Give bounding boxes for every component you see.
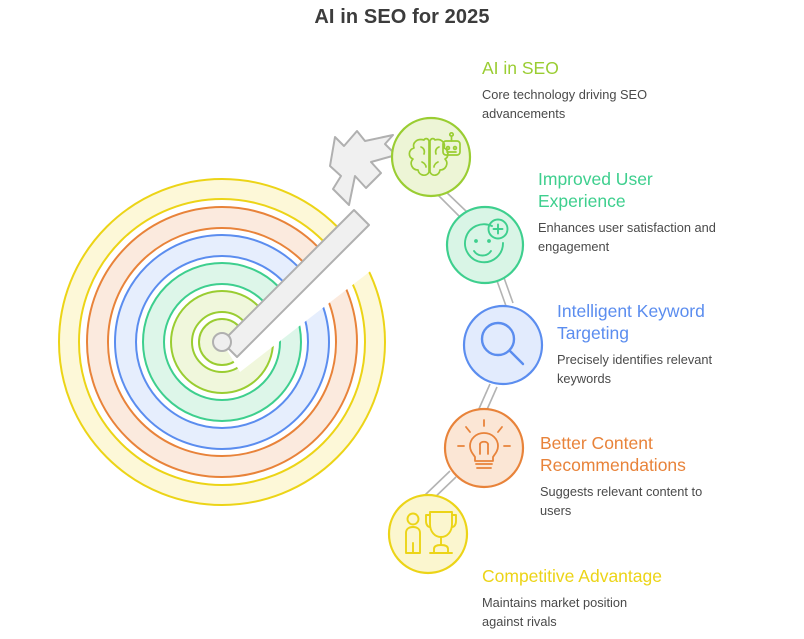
step-description-2: Enhances user satisfaction and engagemen… xyxy=(538,220,716,254)
step-circle-5[interactable] xyxy=(387,493,469,575)
magnifier-icon xyxy=(480,321,525,366)
connector-1-2-b xyxy=(435,192,462,219)
arrow-tip-hub xyxy=(212,332,232,352)
step-circle-2[interactable] xyxy=(445,205,525,285)
step-circle-3[interactable] xyxy=(462,304,544,386)
connector-2-3-b xyxy=(495,277,507,307)
step-description-1: Core technology driving SEO advancements xyxy=(482,87,648,121)
connector-4-5-b xyxy=(424,470,451,496)
step-heading-4: Better Content Recommendations xyxy=(540,433,686,475)
step-icon-2[interactable] xyxy=(445,205,525,285)
step-description-3: Precisely identifies relevant keywords xyxy=(557,352,713,386)
connector-3-4-b xyxy=(477,383,491,412)
page-title: AI in SEO for 2025 xyxy=(314,6,490,28)
step-circle-1[interactable] xyxy=(390,116,472,198)
step-icon-4[interactable] xyxy=(443,407,525,489)
step-icon-3[interactable] xyxy=(462,304,544,386)
step-description-5: Maintains market position against rivals xyxy=(482,595,628,629)
person-trophy-icon xyxy=(405,511,457,554)
smiley-plus-icon xyxy=(464,218,509,264)
brain-robot-icon xyxy=(408,131,461,176)
step-text-2: Improved User Experience Enhances user s… xyxy=(538,168,804,256)
step-icon-1[interactable] xyxy=(390,116,472,198)
step-text-5: Competitive Advantage Maintains market p… xyxy=(482,565,762,631)
lightbulb-icon xyxy=(457,419,511,469)
step-icon-5[interactable] xyxy=(387,493,469,575)
step-heading-1: AI in SEO xyxy=(482,58,559,78)
step-circle-4[interactable] xyxy=(443,407,525,489)
step-heading-5: Competitive Advantage xyxy=(482,566,662,586)
step-description-4: Suggests relevant content to users xyxy=(540,484,703,518)
step-heading-3: Intelligent Keyword Targeting xyxy=(557,301,705,343)
arrow-hitting-bullseye xyxy=(212,130,397,358)
step-text-1: AI in SEO Core technology driving SEO ad… xyxy=(482,57,752,123)
connector-2-3-a xyxy=(502,274,514,304)
step-heading-2: Improved User Experience xyxy=(538,169,653,211)
arrow-fletching xyxy=(329,130,397,206)
step-text-3: Intelligent Keyword Targeting Precisely … xyxy=(557,300,804,388)
arrow-shaft xyxy=(221,209,370,358)
step-text-4: Better Content Recommendations Suggests … xyxy=(540,432,804,520)
